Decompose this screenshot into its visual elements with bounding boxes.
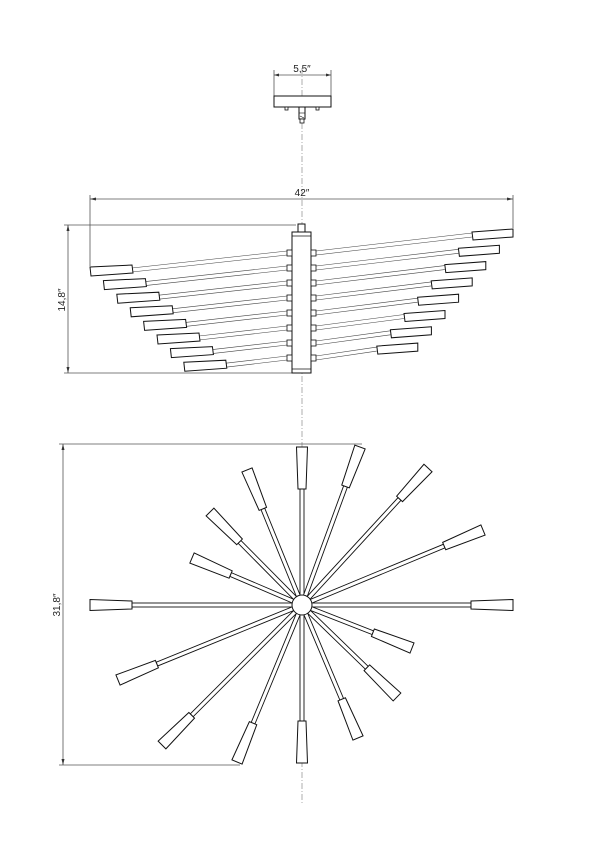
canopy-width-label: 5,5″	[293, 64, 311, 75]
central-column	[291, 231, 312, 374]
top-arm	[308, 605, 415, 654]
lamp-shade	[295, 446, 309, 490]
top-arm	[305, 463, 433, 602]
arm-socket	[310, 309, 317, 317]
height-label: 14,8″	[57, 288, 68, 311]
side-arm-left	[169, 339, 293, 359]
arm-socket	[286, 354, 293, 362]
canopy-plate	[273, 95, 332, 108]
arm-socket	[310, 279, 317, 287]
side-arm-right	[310, 293, 460, 317]
side-arm-left	[102, 264, 293, 291]
top-arm	[302, 611, 364, 741]
depth-label: 31,8″	[52, 593, 63, 616]
lamp-shade	[89, 264, 134, 277]
arm-rod	[309, 602, 472, 608]
side-arm-right	[310, 342, 419, 362]
lamp-shade	[189, 552, 233, 579]
lamp-shade	[389, 326, 432, 339]
lamp-shade	[337, 697, 364, 741]
top-arm	[302, 444, 366, 599]
arm-socket	[286, 324, 293, 332]
arm-socket	[310, 339, 317, 347]
lamp-shade	[205, 507, 244, 546]
arm-socket	[286, 309, 293, 317]
side-arm-left	[156, 324, 293, 345]
lamp-shade	[156, 332, 201, 345]
lamp-shade	[143, 318, 188, 331]
side-arm-right	[310, 261, 487, 287]
side-arm-left	[143, 309, 293, 331]
lamp-shade	[457, 244, 500, 257]
top-arm	[241, 467, 302, 599]
top-arm	[205, 507, 299, 602]
lamp-shade	[116, 291, 161, 304]
lamp-shade	[231, 721, 258, 765]
side-arm-right	[310, 228, 514, 257]
canopy-view: 5,5″	[273, 64, 332, 124]
arm-socket	[310, 294, 317, 302]
side-arm-left	[89, 249, 293, 277]
top-arm	[89, 598, 295, 612]
center-hub	[291, 594, 313, 616]
arm-socket	[310, 264, 317, 272]
lamp-shade	[295, 720, 309, 764]
top-arm	[295, 446, 309, 598]
arm-socket	[310, 354, 317, 362]
top-arm	[157, 608, 299, 750]
lamp-shade	[370, 628, 415, 654]
arm-socket	[286, 339, 293, 347]
lamp-shade	[471, 228, 514, 241]
lamp-shade	[444, 261, 487, 274]
top-arm	[115, 605, 296, 686]
lamp-shade	[89, 598, 133, 612]
lamp-shade	[341, 444, 366, 489]
lamp-shade	[403, 309, 446, 323]
lamp-shade	[241, 467, 268, 512]
side-arm-right	[310, 309, 446, 332]
arm-rod	[155, 605, 296, 667]
top-view: 31,8″	[52, 443, 514, 766]
side-arm-left	[116, 279, 293, 304]
arm-rod	[189, 608, 299, 718]
arm-socket	[286, 279, 293, 287]
top-arm	[305, 608, 402, 702]
top-arm	[308, 524, 486, 605]
lamp-shade	[129, 305, 174, 318]
lamp-shade	[395, 463, 433, 503]
top-arm	[295, 612, 309, 764]
lamp-shade	[363, 664, 402, 702]
overall-width-label: 42″	[295, 188, 310, 199]
lamp-shade	[169, 346, 214, 359]
side-view: 42″ 14,8″	[57, 188, 514, 374]
arm-rod	[299, 612, 305, 722]
arm-socket	[286, 294, 293, 302]
arm-socket	[286, 249, 293, 257]
top-arm	[189, 552, 297, 605]
arm-socket	[286, 264, 293, 272]
side-arm-right	[310, 326, 432, 347]
side-arm-right	[310, 277, 473, 302]
lamp-shade	[430, 277, 473, 290]
lamp-shade	[470, 598, 514, 612]
arm-socket	[310, 249, 317, 257]
lamp-shade	[442, 524, 486, 551]
side-arm-right	[310, 244, 500, 272]
side-arm-left	[129, 294, 293, 318]
lamp-shade	[183, 359, 228, 372]
top-arm	[231, 611, 302, 765]
arm-rod	[131, 602, 295, 608]
top-arm	[309, 598, 514, 612]
lamp-shade	[417, 293, 460, 306]
arm-socket	[310, 324, 317, 332]
lamp-shade	[157, 711, 196, 750]
side-arm-left	[183, 354, 293, 372]
arm-rod	[299, 488, 305, 598]
lamp-shade	[115, 659, 160, 686]
lamp-shade	[376, 342, 419, 355]
column-cap	[297, 223, 306, 233]
lamp-shade	[102, 278, 147, 291]
